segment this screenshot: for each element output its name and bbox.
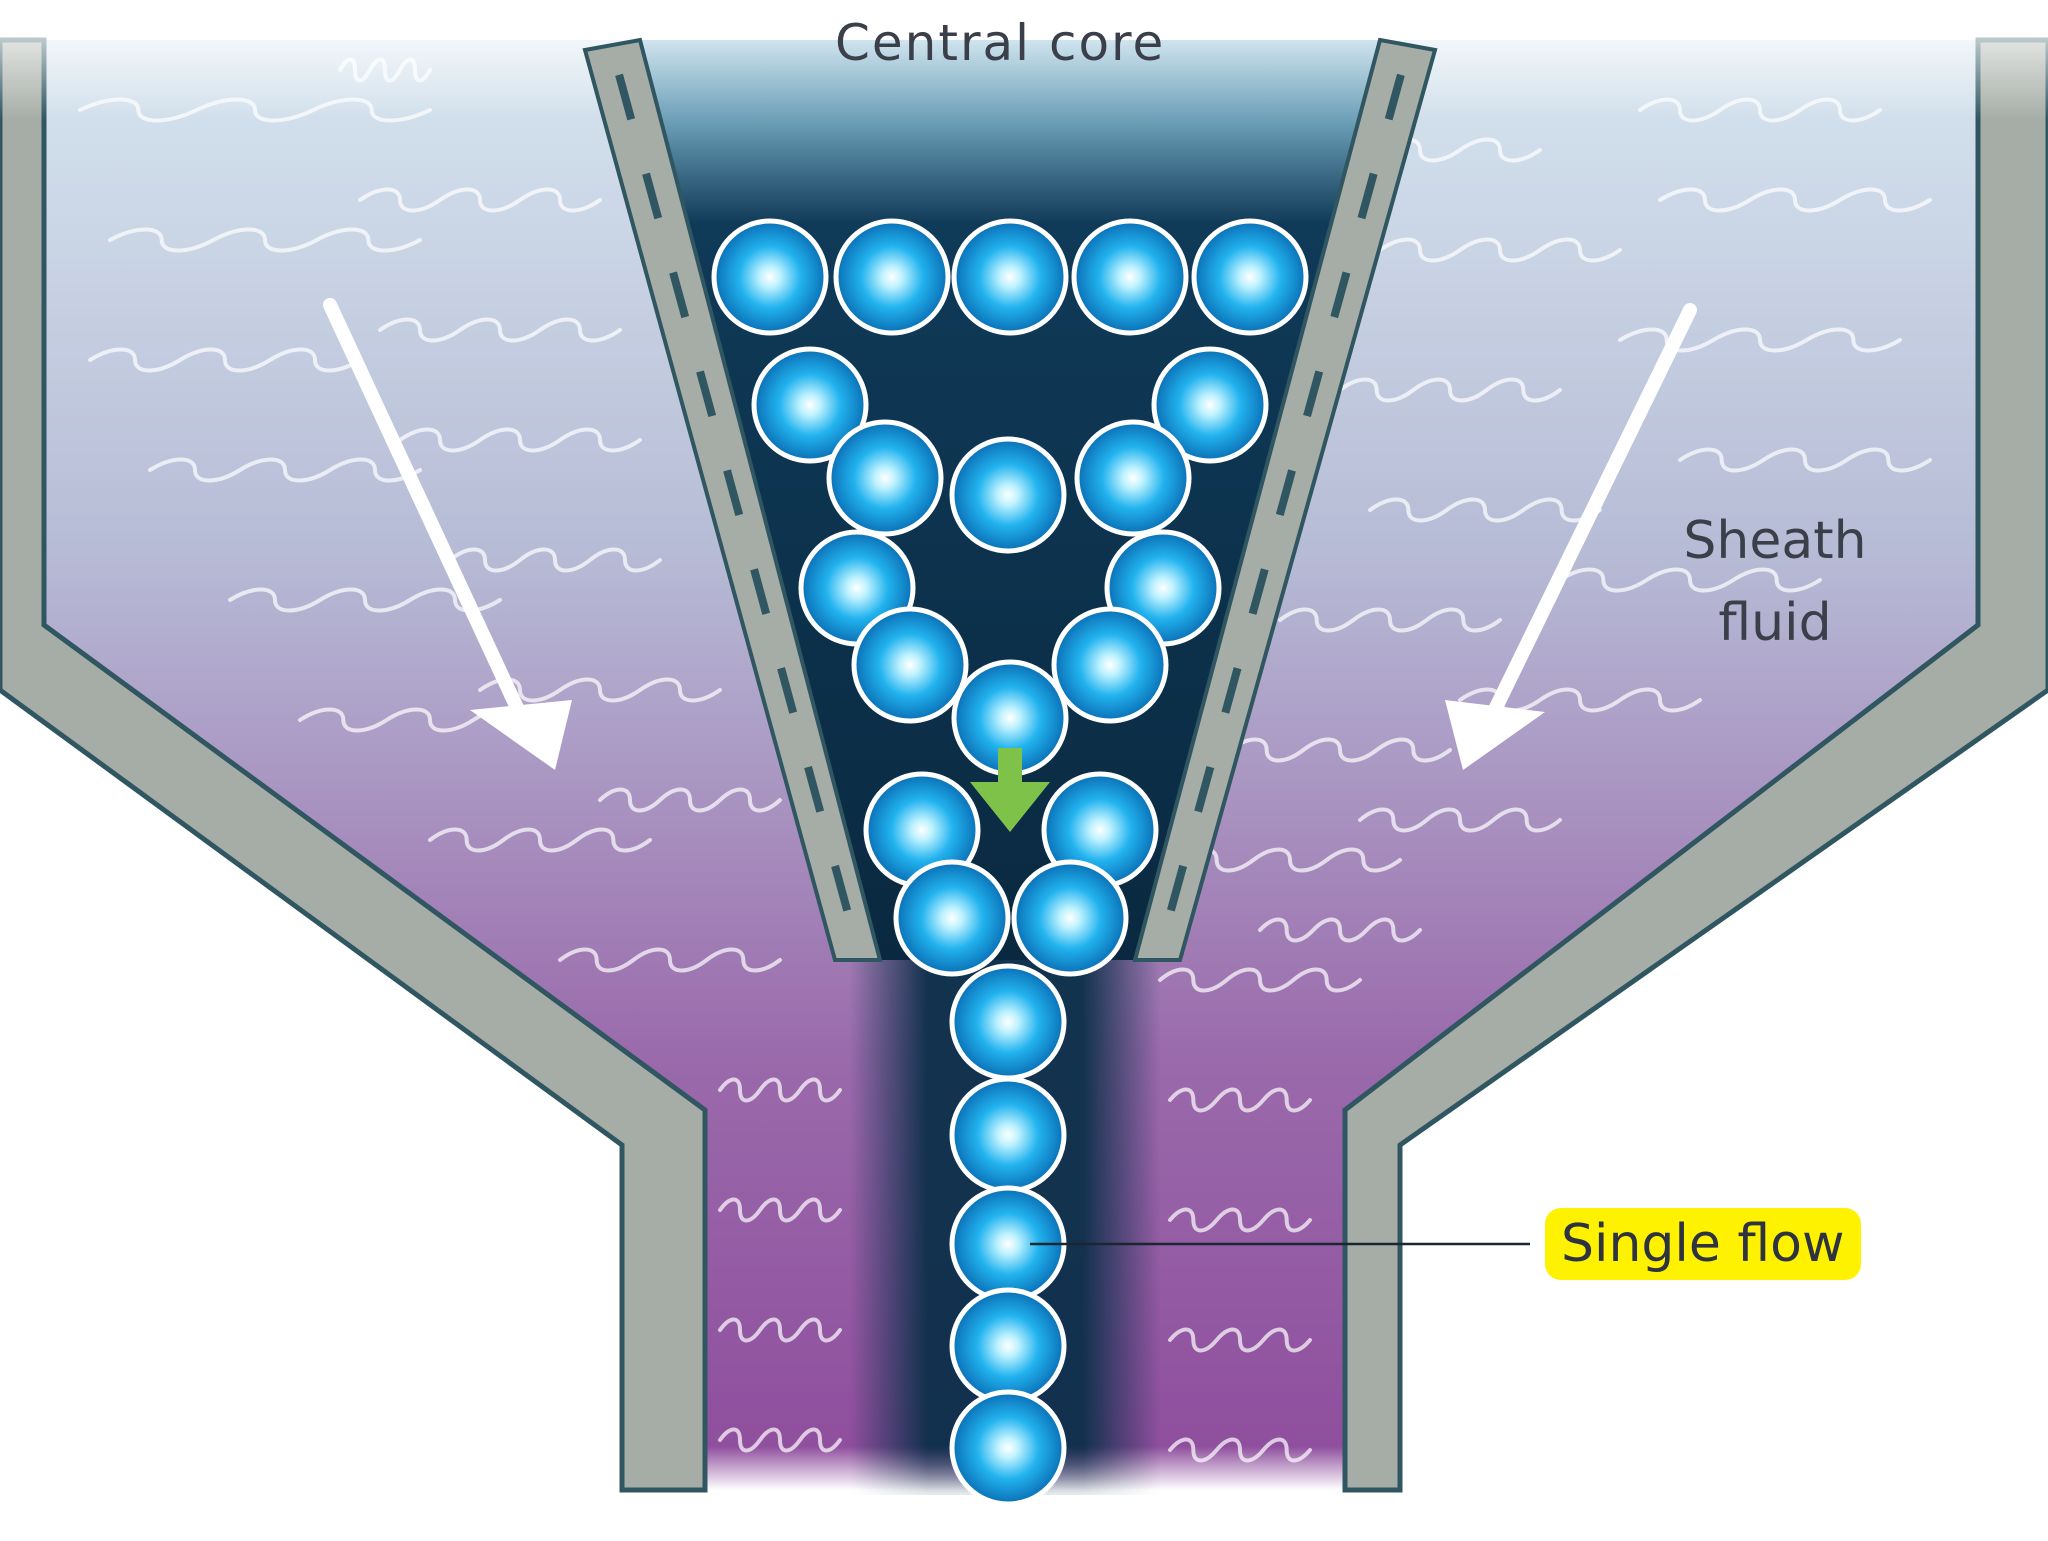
sheath-arrow-icon — [1445, 303, 1697, 770]
flow-wave-line — [1168, 1437, 1312, 1463]
flow-wave-line — [1228, 737, 1452, 763]
flow-wave-line — [718, 1317, 842, 1343]
cell-icon — [893, 859, 1011, 977]
wall-dash — [723, 469, 744, 516]
flow-wave-line — [398, 427, 642, 453]
flow-wave-line — [718, 1077, 842, 1103]
flow-wave-line — [1168, 1087, 1312, 1113]
flow-wave-line — [228, 587, 502, 613]
wall-dash — [1384, 73, 1405, 121]
cell-icon — [826, 419, 944, 537]
flow-wave-line — [1338, 377, 1562, 403]
wall-dash — [750, 568, 771, 615]
flow-wave-line — [448, 547, 662, 573]
sheath-arrow-icon — [323, 298, 572, 770]
flow-wave-line — [1278, 607, 1502, 633]
wall-dash — [1248, 568, 1269, 615]
flow-wave-line — [108, 227, 422, 253]
flow-wave-line — [718, 1427, 842, 1453]
wall-dash — [831, 864, 852, 912]
sheath-label-line2: fluid — [1718, 593, 1832, 653]
wall-dash — [669, 271, 690, 319]
wall-dash — [1167, 864, 1187, 912]
cell-icon — [1071, 218, 1189, 336]
flow-wave-line — [1158, 967, 1362, 993]
cell-icon — [1051, 606, 1169, 724]
sheath-fluid-label: Sheath fluid — [1665, 500, 1885, 664]
flow-wave-line — [598, 787, 782, 813]
injector-wall-dashes — [615, 73, 1405, 912]
flow-wave-line — [378, 317, 622, 343]
sheath-label-line1: Sheath — [1683, 511, 1867, 571]
flow-wave-line — [1168, 1327, 1312, 1353]
wall-dash — [696, 370, 717, 418]
cell-icon — [851, 606, 969, 724]
cell-icon — [1011, 859, 1129, 977]
wall-dash — [1194, 765, 1215, 813]
cell-icon — [711, 218, 829, 336]
flow-wave-line — [1378, 237, 1622, 263]
flow-wave-line — [558, 947, 782, 973]
sheath-flow-waves — [78, 57, 1932, 1463]
flow-arrow-icon — [970, 748, 1050, 832]
cell-icon — [751, 346, 869, 464]
flow-wave-line — [358, 187, 602, 213]
flow-wave-line — [428, 827, 652, 853]
wall-dash — [1330, 271, 1351, 319]
cell-icon — [1151, 346, 1269, 464]
flow-wave-line — [1358, 807, 1562, 833]
wall-dash — [1275, 469, 1296, 516]
flow-wave-line — [1558, 567, 1822, 593]
single-flow-label: Single flow — [1545, 1208, 1861, 1280]
wall-dash — [1221, 667, 1242, 714]
flow-wave-line — [1618, 327, 1902, 353]
outer-wall-left — [0, 37, 708, 1493]
cell-icon — [949, 1287, 1067, 1405]
wall-dash — [777, 667, 798, 714]
flow-wave-line — [1678, 447, 1932, 473]
cell-icon — [1074, 419, 1192, 537]
flow-wave-line — [1368, 497, 1602, 523]
flow-wave-line — [148, 457, 422, 483]
flow-wave-line — [1258, 917, 1422, 943]
flow-wave-line — [88, 347, 362, 373]
flow-wave-line — [1178, 847, 1402, 873]
cell-icon — [949, 436, 1067, 554]
central-core-label: Central core — [835, 14, 1166, 72]
wall-dash — [615, 73, 636, 121]
flow-wave-line — [1168, 1207, 1312, 1233]
flow-wave-line — [478, 677, 722, 703]
cell-icon — [951, 218, 1069, 336]
outer-wall-right — [1342, 37, 2048, 1493]
cell-icon — [949, 1389, 1067, 1507]
cell-icon — [833, 218, 951, 336]
wall-dash — [642, 172, 663, 220]
cell-icon — [949, 1076, 1067, 1194]
flow-wave-line — [1658, 187, 1932, 213]
cell-icon — [949, 963, 1067, 1081]
wall-dash — [804, 766, 825, 813]
cells — [711, 218, 1309, 1507]
wall-dash — [1357, 172, 1378, 220]
flow-wave-line — [718, 1197, 842, 1223]
cell-icon — [1191, 218, 1309, 336]
wall-dash — [1303, 370, 1324, 418]
